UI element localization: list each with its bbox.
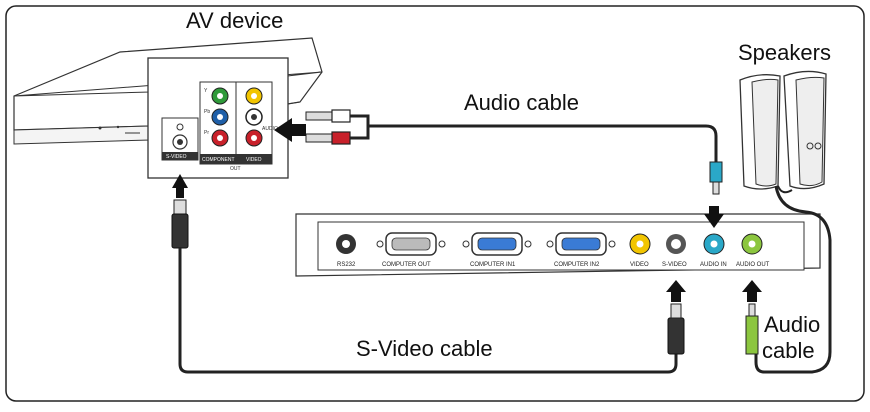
port-label-audio-in: AUDIO IN xyxy=(700,262,727,268)
av-rear-panel: Y Pb Pr AUDIO COMPONENT VIDEO OUT S-VIDE… xyxy=(147,57,289,179)
port-label-audio-out: AUDIO OUT xyxy=(736,262,770,268)
port-label-video: VIDEO xyxy=(630,262,649,268)
label-audio-cable-bottom-2: cable xyxy=(762,338,815,363)
label-audio-cable-bottom-1: Audio xyxy=(764,312,821,337)
av-label-video: VIDEO xyxy=(246,157,262,163)
port-label-computer-in1: COMPUTER IN1 xyxy=(470,262,516,268)
speakers xyxy=(739,70,832,374)
arrow-from-av-svideo xyxy=(172,174,188,198)
label-speakers: Speakers xyxy=(738,40,831,65)
audio-cable-top xyxy=(305,109,723,195)
audio-out-plug xyxy=(745,303,759,355)
av-label-out: OUT xyxy=(230,166,241,172)
av-label-svideo: S-VIDEO xyxy=(166,154,187,160)
port-label-rs232: RS232 xyxy=(337,262,356,268)
arrow-to-audio-in xyxy=(704,206,724,228)
av-label-pr: Pr xyxy=(204,130,209,136)
label-audio-cable-top: Audio cable xyxy=(464,90,579,115)
port-label-computer-out: COMPUTER OUT xyxy=(382,262,431,268)
port-label-computer-in2: COMPUTER IN2 xyxy=(554,262,600,268)
av-label-pb: Pb xyxy=(204,109,210,115)
av-label-y: Y xyxy=(204,88,208,94)
svideo-cable xyxy=(171,199,685,374)
port-label-svideo: S-VIDEO xyxy=(662,262,687,268)
av-label-component: COMPONENT xyxy=(202,157,235,163)
av-label-audio: AUDIO xyxy=(262,126,278,132)
label-av-device: AV device xyxy=(186,8,284,33)
arrow-from-svideo xyxy=(666,280,686,302)
arrow-from-audio-out xyxy=(742,280,762,302)
label-svideo-cable: S-Video cable xyxy=(356,336,493,361)
projector-panel: RS232 COMPUTER OUT COMPUTER IN1 COMPUTER… xyxy=(295,213,821,277)
arrow-to-av-audio xyxy=(274,118,306,142)
